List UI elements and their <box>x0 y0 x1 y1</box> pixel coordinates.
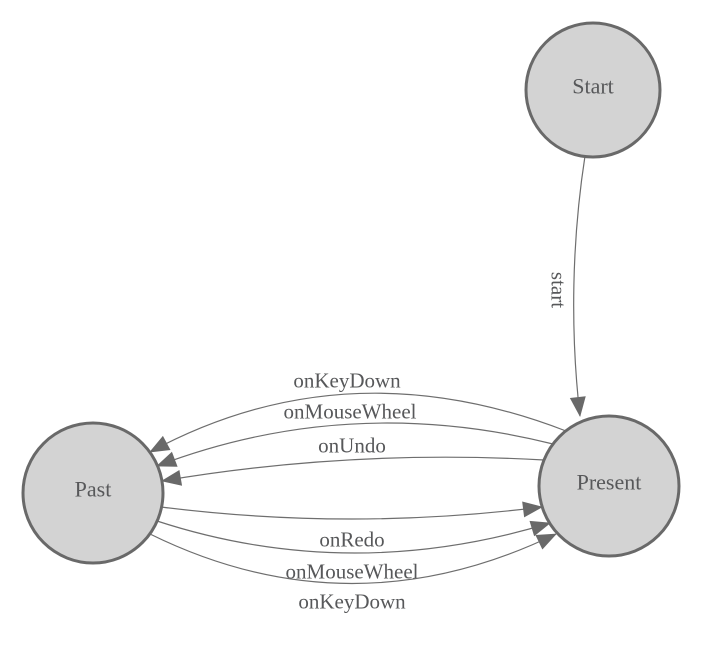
edge-label-onkeydown-top: onKeyDown <box>293 368 401 392</box>
edge-label-start: start <box>547 272 571 308</box>
node-present[interactable]: Present <box>537 414 681 558</box>
edge-line-onkeydown-bottom[interactable] <box>149 533 557 584</box>
edge-present-to-past-onmousewheel: onMouseWheel <box>156 399 554 467</box>
edge-present-to-past-onkeydown: onKeyDown <box>149 368 567 453</box>
edge-label-onmousewheel-top: onMouseWheel <box>284 399 417 423</box>
edge-past-to-present-onkeydown: onKeyDown <box>149 533 557 613</box>
edge-label-onmousewheel-bottom: onMouseWheel <box>286 559 419 583</box>
edge-present-to-past-onundo: onUndo <box>161 433 545 486</box>
edge-line-onkeydown-top[interactable] <box>149 392 567 453</box>
edge-label-onkeydown-bottom: onKeyDown <box>298 589 406 613</box>
edge-line-onundo[interactable] <box>161 456 545 486</box>
edge-line-onmousewheel-top[interactable] <box>156 422 554 467</box>
node-past[interactable]: Past <box>21 421 165 565</box>
node-start-circle[interactable] <box>524 21 662 159</box>
edge-line-onmousewheel-bottom[interactable] <box>156 520 551 554</box>
node-present-label: Present <box>577 470 642 495</box>
node-start-label: Start <box>572 74 614 99</box>
node-present-circle[interactable] <box>537 414 681 558</box>
edge-past-to-present-onmousewheel: onMouseWheel <box>156 520 551 583</box>
edge-line-start[interactable] <box>569 155 586 417</box>
node-past-circle[interactable] <box>21 421 165 565</box>
node-past-label: Past <box>75 477 112 502</box>
edge-past-to-present-onredo: onRedo <box>160 501 543 551</box>
edge-line-onredo[interactable] <box>160 501 543 520</box>
node-start[interactable]: Start <box>524 21 662 159</box>
edge-label-onundo: onUndo <box>318 433 386 457</box>
edge-label-onredo: onRedo <box>319 527 384 551</box>
edge-start-to-present: start <box>547 155 586 417</box>
